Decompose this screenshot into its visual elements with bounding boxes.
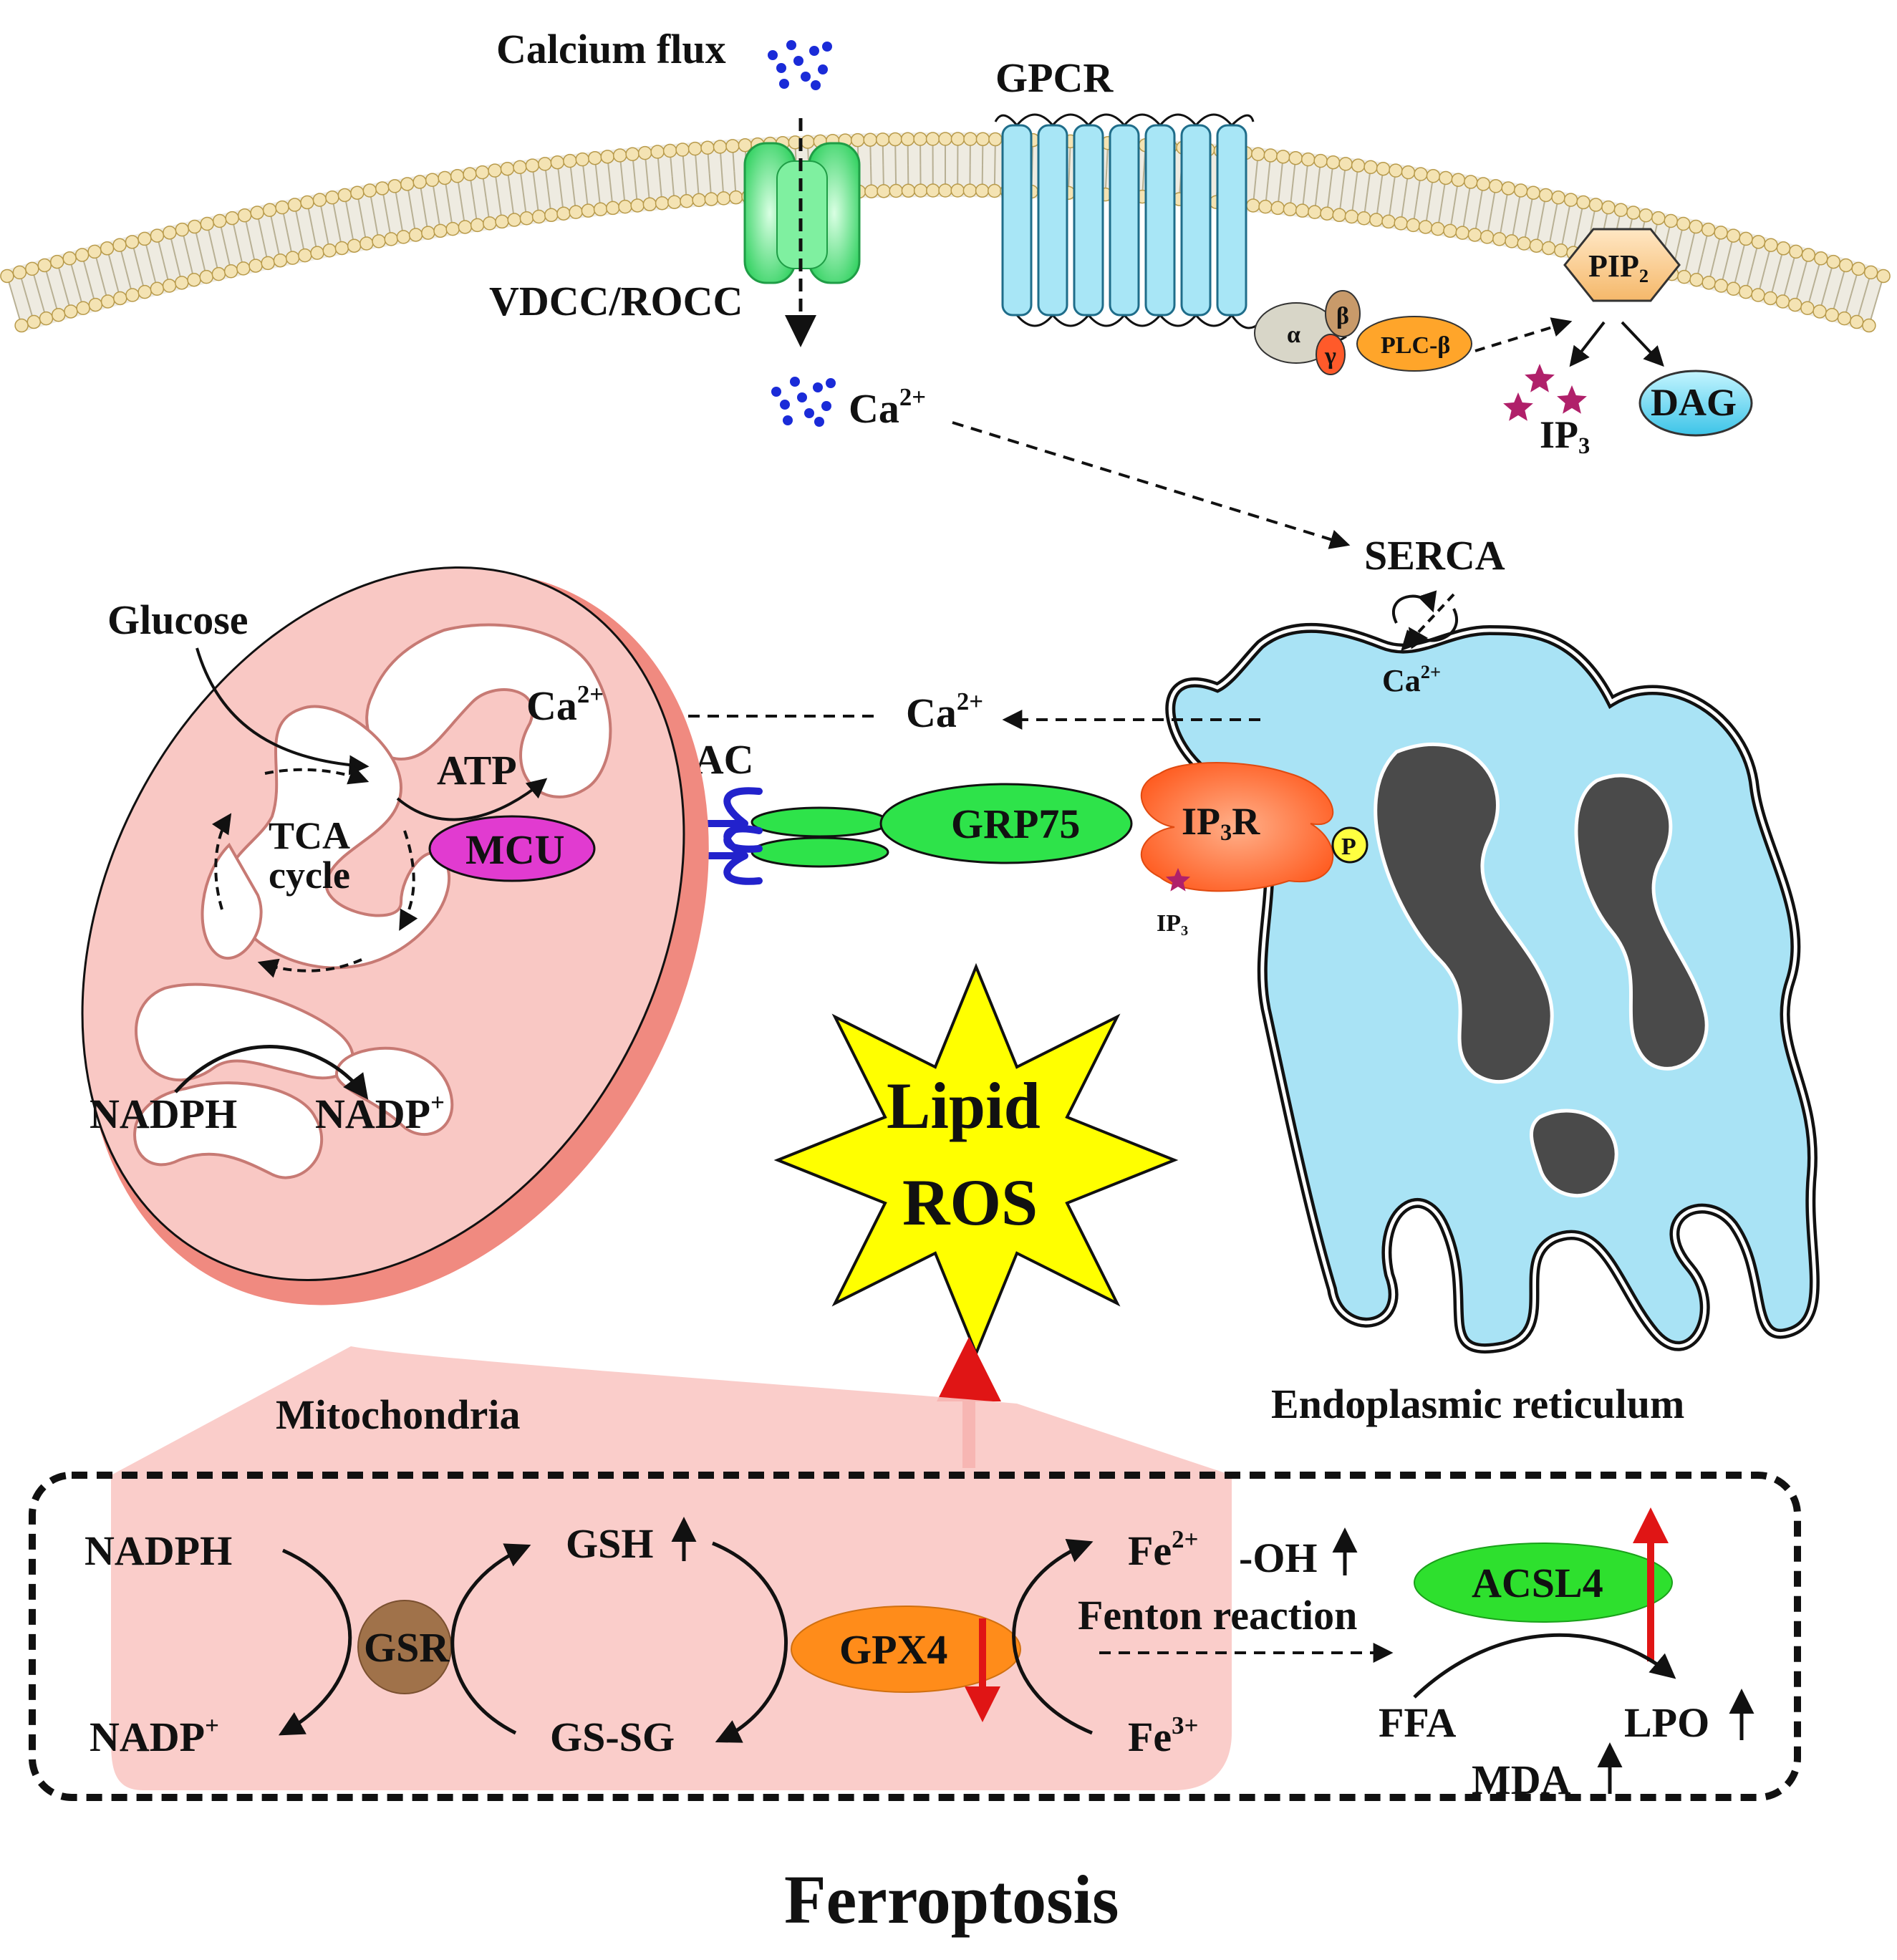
serca-label: SERCA: [1364, 532, 1505, 579]
phosphate-label: P: [1341, 834, 1356, 860]
mito-label: Mitochondria: [276, 1391, 521, 1438]
mda-label: MDA: [1472, 1757, 1571, 1803]
hydroxyl-label: -OH: [1239, 1535, 1318, 1581]
g-beta-label: β: [1336, 303, 1349, 329]
atp-label: ATP: [437, 747, 517, 793]
mito-nadph-label: NADPH: [90, 1091, 237, 1137]
cytosolic-calcium-label: Ca2+: [849, 383, 926, 432]
endoplasmic-reticulum: [1170, 628, 1815, 1348]
er-label: Endoplasmic reticulum: [1271, 1381, 1684, 1427]
ferroptosis-title: Ferroptosis: [784, 1861, 1119, 1938]
tca-label-line2: cycle: [269, 854, 350, 897]
g-alpha-label: α: [1287, 322, 1300, 348]
tca-label-line1: TCA: [269, 814, 350, 857]
calcium-ions-extracellular: [768, 40, 832, 90]
g-gamma-label: γ: [1324, 343, 1336, 370]
gpx4-label: GPX4: [839, 1626, 947, 1673]
grp75-complex: GRP75: [752, 784, 1131, 866]
lipid-ros-burst: Lipid ROS: [778, 967, 1174, 1353]
grp75-label: GRP75: [951, 801, 1080, 847]
mito-nadp-label: NADP+: [315, 1088, 445, 1137]
fenton-label: Fenton reaction: [1078, 1592, 1357, 1638]
dag-ellipse: DAG: [1640, 371, 1752, 435]
ip3-label: IP3: [1540, 413, 1590, 459]
mcu: MCU: [430, 816, 594, 881]
calcium-flux-label: Calcium flux: [496, 26, 726, 72]
ip3-stars: [1503, 364, 1587, 421]
glucose-label: Glucose: [107, 597, 248, 643]
bridge-calcium-label: Ca2+: [906, 687, 983, 736]
gsh-label: GSH: [566, 1520, 654, 1567]
ferro-nadph-label: NADPH: [85, 1527, 232, 1574]
plc-beta-label: PLC-β: [1381, 332, 1450, 359]
ffa-label: FFA: [1379, 1699, 1457, 1746]
gpcr-label: GPCR: [995, 54, 1114, 101]
vdcc-rocc-label: VDCC/ROCC: [489, 278, 743, 324]
ros-label-line1: Lipid: [887, 1069, 1041, 1142]
gsr-label: GSR: [364, 1624, 450, 1671]
gssg-label: GS-SG: [550, 1714, 675, 1760]
acsl4-label: ACSL4: [1472, 1560, 1603, 1606]
mcu-label: MCU: [465, 826, 565, 873]
dag-label: DAG: [1651, 381, 1737, 424]
ip3-bound-label: IP3: [1157, 910, 1188, 939]
gsr: GSR: [358, 1601, 451, 1694]
g-protein: α β γ: [1255, 291, 1360, 375]
ros-label-line2: ROS: [902, 1166, 1038, 1239]
calcium-ions-cytosolic: [771, 377, 836, 427]
plc-beta: PLC-β: [1357, 317, 1472, 371]
ferro-nadp-label: NADP+: [90, 1712, 219, 1760]
lpo-label: LPO: [1624, 1699, 1709, 1746]
acsl4: ACSL4: [1414, 1543, 1672, 1622]
